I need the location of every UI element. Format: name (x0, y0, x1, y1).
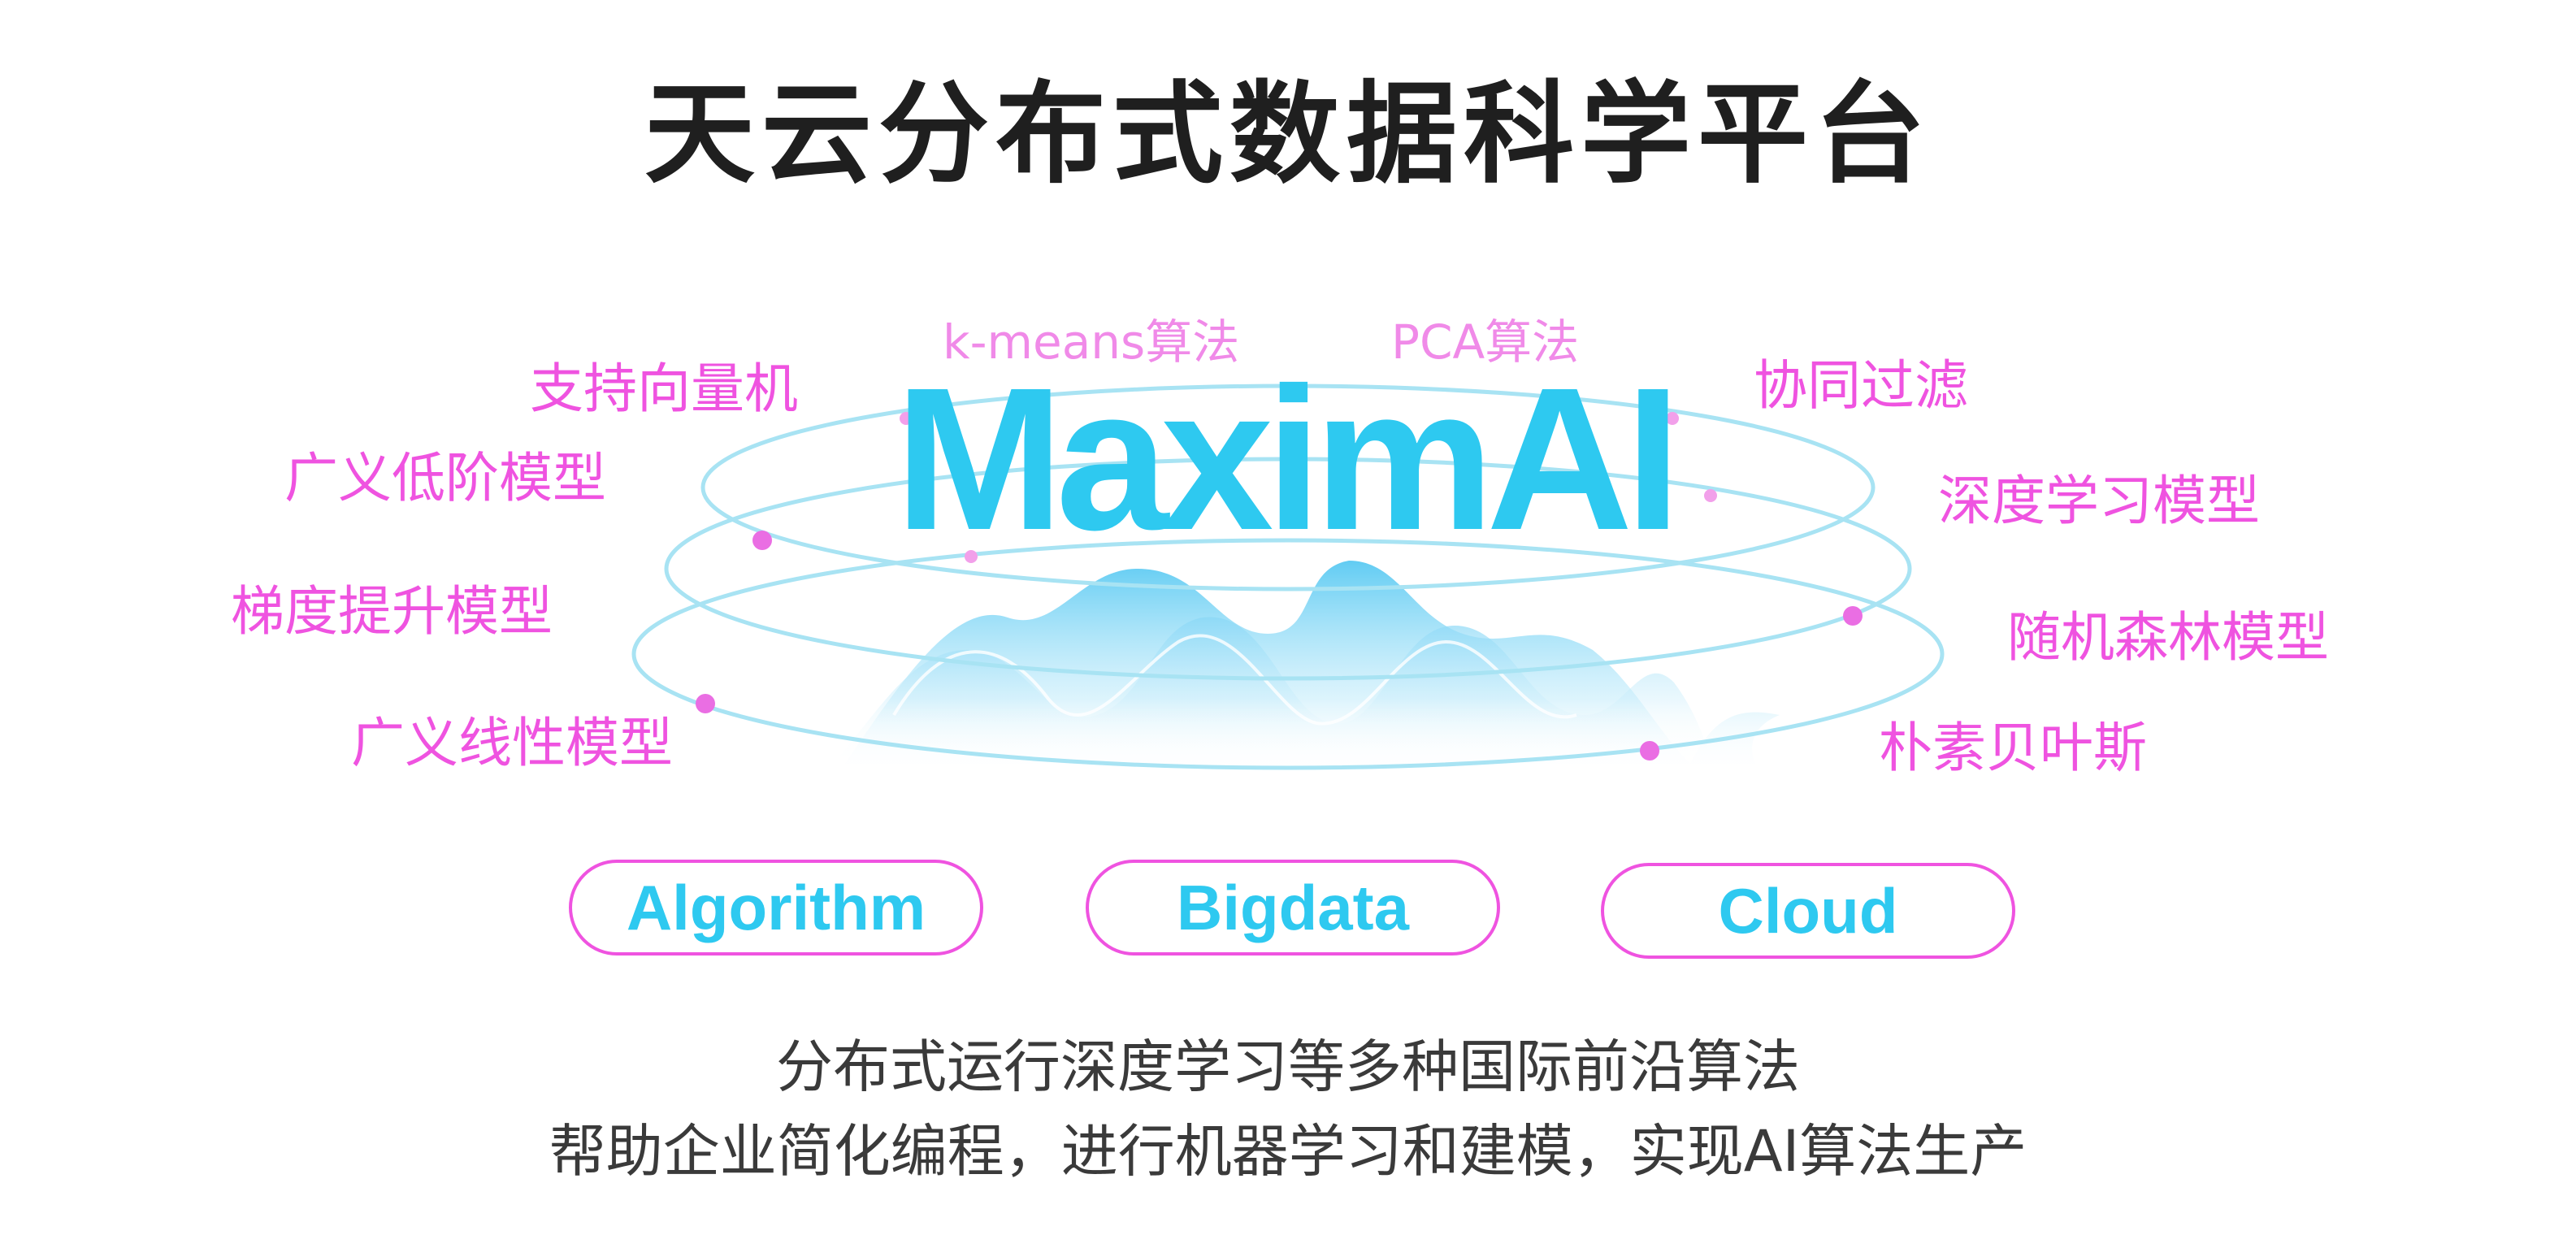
orbit-dot (752, 531, 772, 550)
algo-label-glrm: 广义低阶模型 (284, 447, 606, 509)
algo-label-naive-bayes: 朴素贝叶斯 (1879, 717, 2147, 779)
algo-label-svm: 支持向量机 (530, 358, 798, 420)
orbit-ring-middle (664, 457, 1912, 681)
algo-label-gbm: 梯度提升模型 (231, 580, 553, 643)
algo-label-deep-learning: 深度学习模型 (1938, 470, 2260, 532)
algo-label-glm: 广义线性模型 (351, 712, 673, 774)
orbit-dot (1843, 606, 1863, 626)
page-title: 天云分布式数据科学平台 (644, 71, 1932, 199)
pill-cloud: Cloud (1601, 863, 2015, 959)
orbit-ring-top (700, 384, 1876, 592)
wave-line (892, 634, 1577, 726)
ground-fade (796, 699, 1788, 772)
tagline-line-2: 帮助企业简化编程，进行机器学习和建模，实现AI算法生产 (549, 1118, 2027, 1185)
orbit-dot (1640, 741, 1659, 760)
algo-label-kmeans: k-means算法 (943, 314, 1240, 370)
algo-label-pca: PCA算法 (1391, 314, 1580, 370)
pill-algorithm: Algorithm (569, 860, 983, 956)
orbit-dot (696, 694, 715, 713)
orbit-dot (1666, 412, 1679, 425)
orbit-dot (1704, 489, 1717, 502)
orbit-dot (965, 550, 978, 563)
brand-logo-text: MaximAI (894, 345, 1681, 572)
tagline-line-1: 分布式运行深度学习等多种国际前沿算法 (776, 1034, 1800, 1100)
orbit-ring-bottom (631, 538, 1945, 770)
algo-label-collab-filter: 协同过滤 (1754, 354, 1968, 417)
pill-bigdata: Bigdata (1086, 860, 1500, 956)
algo-label-random-forest: 随机森林模型 (2007, 606, 2329, 669)
orbit-dot (900, 412, 913, 425)
